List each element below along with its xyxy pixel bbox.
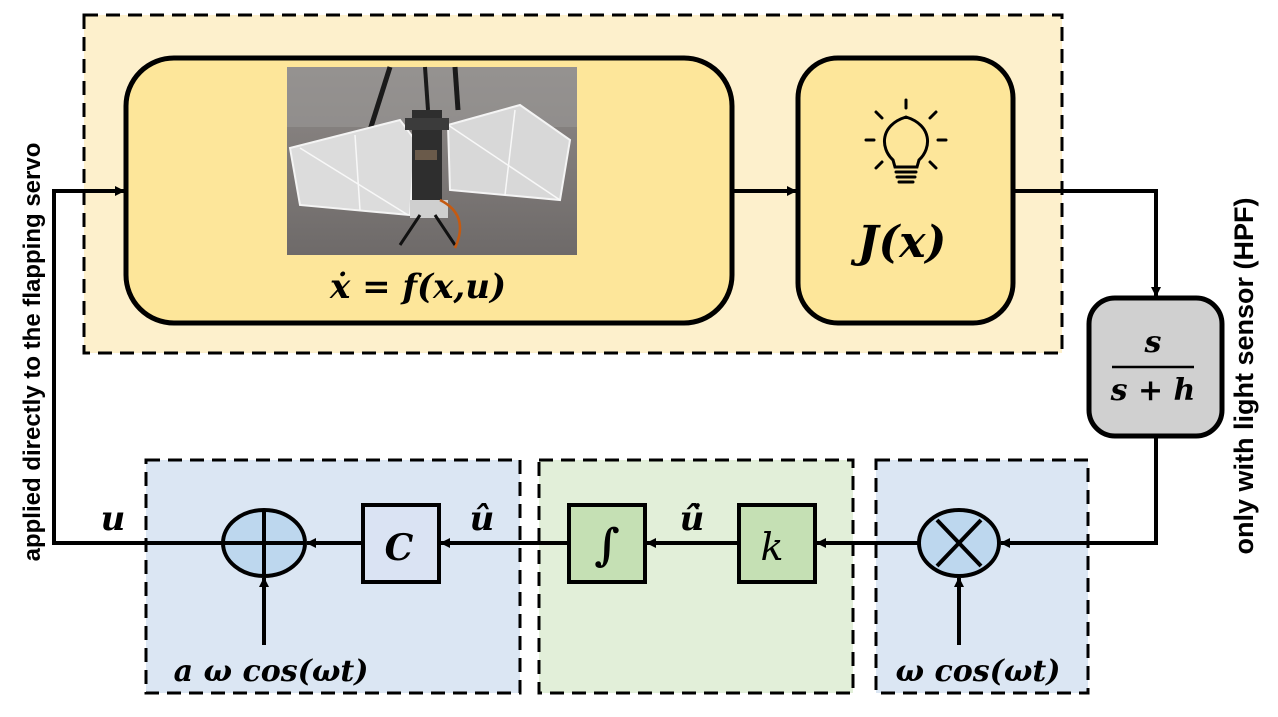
dither-input-label: a ω cos(ωt)	[174, 654, 369, 689]
gain-label: k	[760, 525, 783, 569]
blue-region-right	[874, 458, 1090, 695]
arrow-sum-to-plant	[52, 186, 223, 545]
robot-photo	[287, 66, 577, 255]
signal-u: u	[101, 499, 126, 539]
arrow-hpf-to-multiplier	[1000, 436, 1158, 548]
signal-u-hat: û	[470, 499, 495, 539]
cost-label: J(x)	[851, 217, 947, 268]
cost-block	[795, 55, 1016, 326]
integrator-block	[567, 503, 647, 584]
lightbulb-icon	[864, 98, 948, 184]
right-side-label: only with light sensor (HPF)	[1229, 198, 1259, 555]
signal-u-hat-dot: û̇	[680, 499, 705, 539]
multiplier-junction	[917, 508, 1001, 578]
c-label: C	[385, 527, 414, 569]
left-side-label: applied directly to the flapping servo	[19, 143, 46, 562]
plant-equation: ẋ = f(x,u)	[329, 267, 506, 307]
blue-region-left	[144, 458, 522, 695]
summing-junction	[221, 508, 307, 578]
hpf-numerator: s	[1144, 325, 1162, 360]
hpf-denominator: s + h	[1110, 373, 1196, 408]
demod-input-label: ω cos(ωt)	[896, 654, 1061, 689]
integrator-symbol: ∫	[594, 520, 619, 571]
arrow-cost-to-hpf	[1013, 189, 1161, 297]
